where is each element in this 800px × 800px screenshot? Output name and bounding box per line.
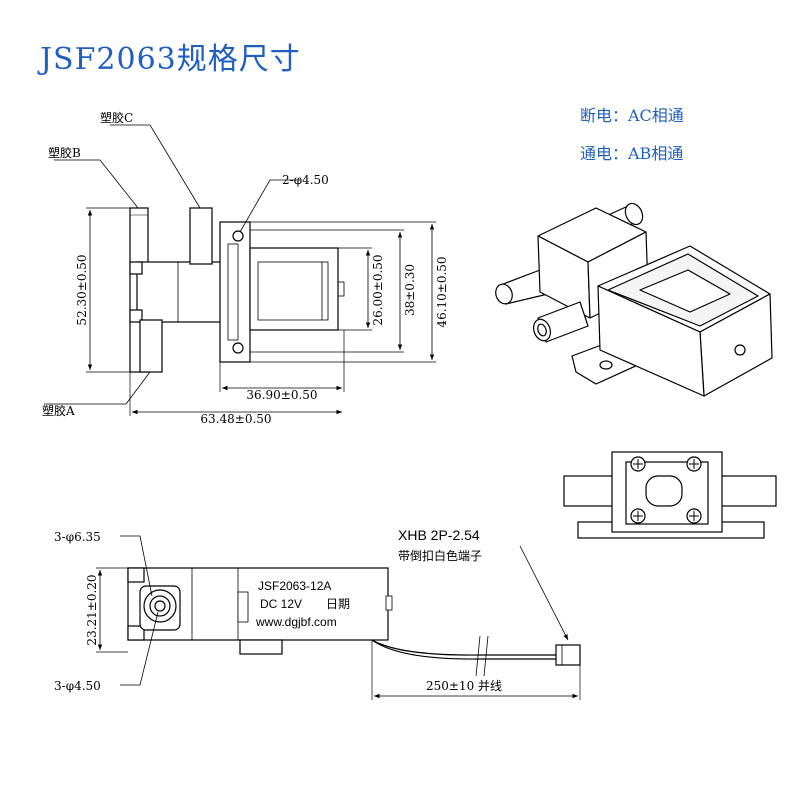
label-plastic-a: 塑胶A [42, 403, 75, 418]
dim-52-text: 52.30±0.50 [75, 254, 89, 325]
note-power-off: 断电：AC相通 [580, 106, 684, 125]
product-website: www.dgjbf.com [255, 615, 337, 629]
note-power-on: 通电：AB相通 [580, 144, 684, 163]
label-hole-small: 3-φ4.50 [54, 679, 101, 693]
label-plastic-b: 塑胶B [48, 145, 81, 160]
leader-hole [239, 179, 300, 233]
dim-63-text: 63.48±0.50 [200, 412, 271, 426]
solenoid-frame [249, 247, 339, 331]
product-model: JSF2063-12A [258, 579, 331, 593]
connector [555, 644, 581, 666]
dim-26-text: 26.00±0.50 [371, 254, 385, 325]
mount-flange [219, 221, 251, 363]
product-voltage: DC 12V [260, 597, 302, 611]
dim-23-text: 23.21±0.20 [85, 574, 99, 645]
dim-38-text: 38±0.30 [403, 264, 417, 316]
leader-a [44, 371, 151, 405]
port-c [189, 207, 213, 265]
label-hole: 2-φ4.50 [282, 173, 329, 187]
isometric-view [495, 202, 773, 397]
side-view [96, 535, 581, 700]
wire [371, 639, 556, 656]
dim-36-text: 36.90±0.50 [246, 388, 317, 402]
bottom-view [563, 451, 777, 539]
dim-250-text: 250±10 并线 [426, 679, 502, 693]
leader-connector [519, 545, 569, 641]
front-view [44, 124, 436, 416]
mount-hole-top [232, 230, 244, 242]
leader-c [110, 124, 201, 209]
mount-hole-bottom [232, 342, 244, 354]
leader-hole-large [120, 535, 153, 597]
leader-b [54, 159, 139, 209]
port-a [139, 319, 163, 373]
page-title: JSF2063规格尺寸 [40, 42, 301, 77]
label-plastic-c: 塑胶C [100, 110, 133, 125]
label-hole-large: 3-φ6.35 [54, 530, 101, 544]
dim-46-text: 46.10±0.50 [435, 256, 449, 327]
label-connector-desc: 带倒扣白色端子 [398, 548, 482, 563]
label-connector: XHB 2P-2.54 [398, 527, 480, 543]
product-date: 日期 [326, 597, 350, 611]
valve-body [136, 261, 233, 323]
leader-hole-small [120, 611, 159, 686]
